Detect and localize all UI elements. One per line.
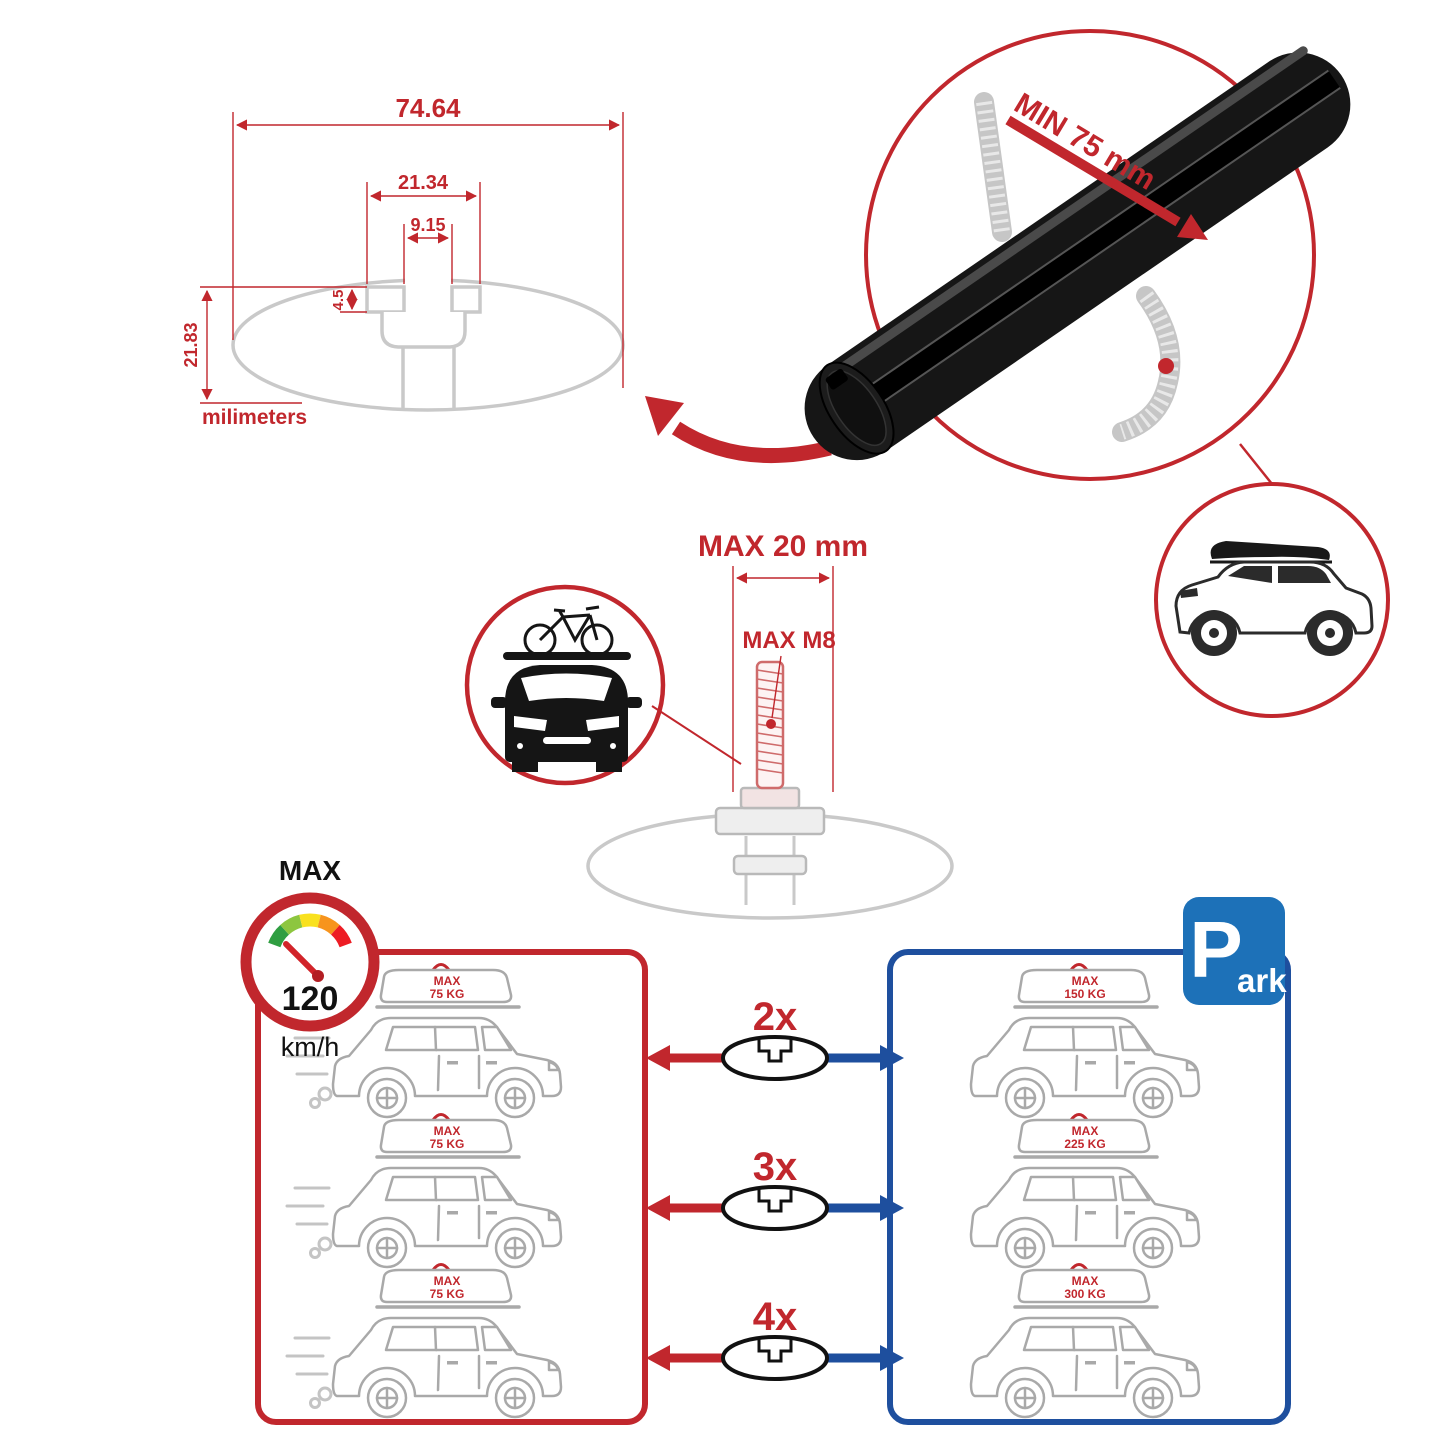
- roof-box-icon: [1210, 541, 1330, 560]
- speed-max-label: MAX: [279, 855, 342, 886]
- park-sign: P ark: [1183, 897, 1287, 1005]
- thread-pointer-dot: [766, 719, 776, 729]
- dim-slot-width: 9.15: [410, 215, 445, 235]
- box-label-max: MAX: [434, 974, 461, 988]
- park-sign-board: [1183, 897, 1285, 1005]
- multiplier-label: 3x: [753, 1145, 798, 1189]
- multiplier-row-4x: 4x: [646, 1295, 904, 1381]
- multiplier-row-2x: 2x: [646, 995, 904, 1081]
- dim-lip-depth: 4.5: [330, 290, 347, 311]
- max-thread-label: MAX M8: [742, 627, 835, 654]
- clamp-hook: [974, 92, 1181, 442]
- crossbar-zoom-view: MIN 75 mm: [804, 29, 1351, 490]
- box-label-weight: 150 KG: [1064, 987, 1105, 1001]
- park-sign-suffix: ark: [1237, 962, 1287, 999]
- units-label: milimeters: [202, 406, 307, 429]
- box-label-max: MAX: [1072, 1124, 1099, 1138]
- crossbar-cross-section-diagram: 74.64 21.34 9.15 4.5 21.83 milimeters: [181, 93, 832, 463]
- right-arrowhead: [880, 1345, 904, 1371]
- speed-value: 120: [282, 980, 339, 1018]
- car-bike-view: [464, 584, 742, 786]
- suv-roofbox-view: [1154, 482, 1390, 718]
- bolt-collar: [739, 786, 801, 810]
- clamp-pivot-dot: [1158, 358, 1174, 374]
- min-clearance-arrowhead: [1177, 214, 1208, 240]
- box-label-max: MAX: [1072, 974, 1099, 988]
- crossbar-section-icon: [721, 1335, 829, 1381]
- dim-channel-width: 21.34: [398, 172, 449, 194]
- multiplier-label: 4x: [753, 1295, 798, 1339]
- load-comparison-section: P ark MAX 75 KG MAX 75 KG MAX 75 KG MAX …: [255, 897, 1291, 1425]
- bolt-fitting-diagram: MAX 20 mm MAX M8: [464, 530, 954, 920]
- t-slot-profile: [365, 285, 482, 408]
- box-label-weight: 75 KG: [430, 987, 465, 1001]
- box-label-max: MAX: [434, 1274, 461, 1288]
- crossbar-section-icon: [721, 1185, 829, 1231]
- bolt-connector-line: [651, 705, 742, 765]
- crossbar-section-icon: [721, 1035, 829, 1081]
- box-label-max: MAX: [434, 1124, 461, 1138]
- section-pointer-arrowhead: [645, 396, 684, 436]
- t-nut-foot: [732, 854, 808, 876]
- box-label-weight: 225 KG: [1064, 1137, 1105, 1151]
- box-label-max: MAX: [1072, 1274, 1099, 1288]
- dim-total-height: 21.83: [181, 322, 201, 367]
- gauge-arc: [268, 913, 352, 948]
- left-arrowhead: [646, 1345, 670, 1371]
- right-arrowhead: [880, 1195, 904, 1221]
- box-label-weight: 75 KG: [430, 1137, 465, 1151]
- dim-total-width: 74.64: [395, 93, 461, 123]
- left-arrowhead: [646, 1195, 670, 1221]
- gauge-pivot: [312, 970, 324, 982]
- slot-opening-gap: [405, 270, 451, 288]
- multiplier-label: 2x: [753, 995, 798, 1039]
- min-clearance-arrow: [1005, 115, 1181, 227]
- speed-limit-badge: MAX 120 km/h: [240, 855, 380, 1062]
- box-label-weight: 75 KG: [430, 1287, 465, 1301]
- dimension-lines: 74.64 21.34 9.15 4.5 21.83 milimeters: [181, 93, 624, 429]
- max-length-label: MAX 20 mm: [698, 530, 868, 563]
- park-sign-letter: P: [1189, 905, 1242, 994]
- car-front-icon: [491, 652, 642, 772]
- suv-illustration: [1174, 541, 1374, 656]
- circle-connector-line: [1239, 443, 1277, 490]
- left-arrowhead: [646, 1045, 670, 1071]
- black-crossbar: [804, 46, 1351, 461]
- right-arrowhead: [880, 1045, 904, 1071]
- box-label-weight: 300 KG: [1064, 1287, 1105, 1301]
- adapter-plate: [714, 806, 826, 836]
- multiplier-row-3x: 3x: [646, 1145, 904, 1231]
- section-pointer-arrow: [671, 421, 832, 463]
- speed-units: km/h: [281, 1032, 340, 1062]
